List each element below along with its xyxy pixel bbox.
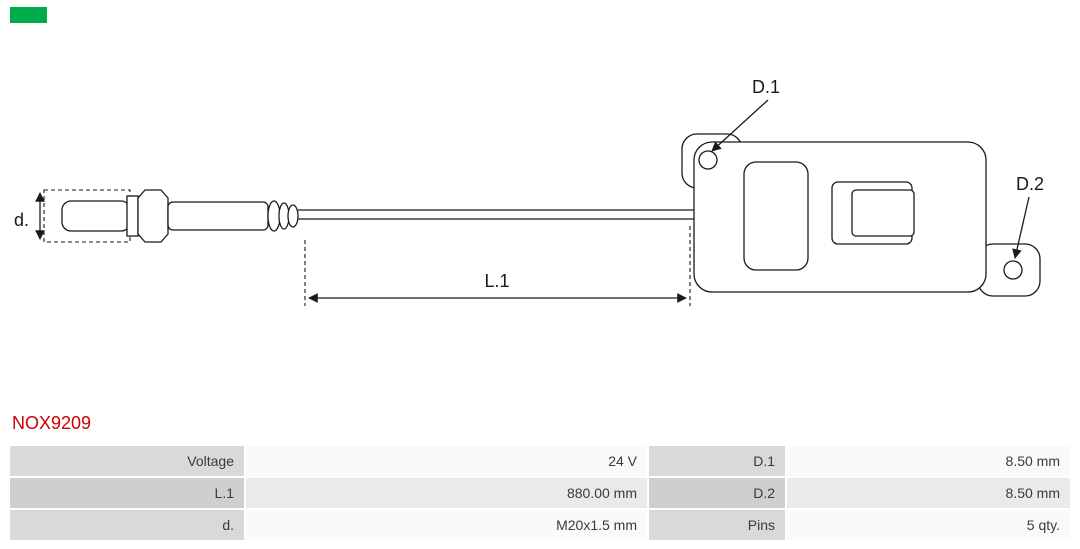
- mounting-hole-d2: [1003, 260, 1023, 280]
- spec-l1-value: 880.00 mm: [246, 478, 647, 508]
- spec-d2-value: 8.50 mm: [787, 478, 1070, 508]
- spec-l1-label: L.1: [10, 478, 244, 508]
- sensor-diagram: d. D.1 D.2: [14, 77, 1044, 306]
- cable-boot-ring: [267, 200, 281, 232]
- d-dimension-label: d.: [14, 210, 29, 230]
- sensor-probe-tip: [61, 200, 131, 232]
- mounting-hole-d1: [698, 150, 718, 170]
- spec-d-label: d.: [10, 510, 244, 540]
- cable-boot-ring: [287, 204, 299, 228]
- spec-pins-value: 5 qty.: [787, 510, 1070, 540]
- spec-d1-label: D.1: [649, 446, 785, 476]
- sensor-body: [167, 201, 269, 231]
- spec-voltage-label: Voltage: [10, 446, 244, 476]
- spec-d2-label: D.2: [649, 478, 785, 508]
- sensor-washer: [126, 195, 139, 237]
- connector-detail-inner: [851, 189, 915, 237]
- spec-table: Voltage 24 V D.1 8.50 mm L.1 880.00 mm D…: [10, 446, 1070, 540]
- part-number: NOX9209: [12, 413, 92, 433]
- d2-pointer-arrow: [1012, 196, 1030, 259]
- spec-voltage-value: 24 V: [246, 446, 647, 476]
- d1-pointer-arrow: [711, 99, 769, 152]
- d1-label: D.1: [752, 77, 780, 97]
- d2-label: D.2: [1016, 174, 1044, 194]
- brand-logo-block: [10, 7, 47, 23]
- spec-d1-value: 8.50 mm: [787, 446, 1070, 476]
- l1-dimension-label: L.1: [484, 271, 509, 291]
- connector-block: [743, 161, 809, 271]
- brand-logo: [10, 7, 47, 23]
- sensor-hex-nut: [137, 189, 169, 243]
- spec-pins-label: Pins: [649, 510, 785, 540]
- spec-d-value: M20x1.5 mm: [246, 510, 647, 540]
